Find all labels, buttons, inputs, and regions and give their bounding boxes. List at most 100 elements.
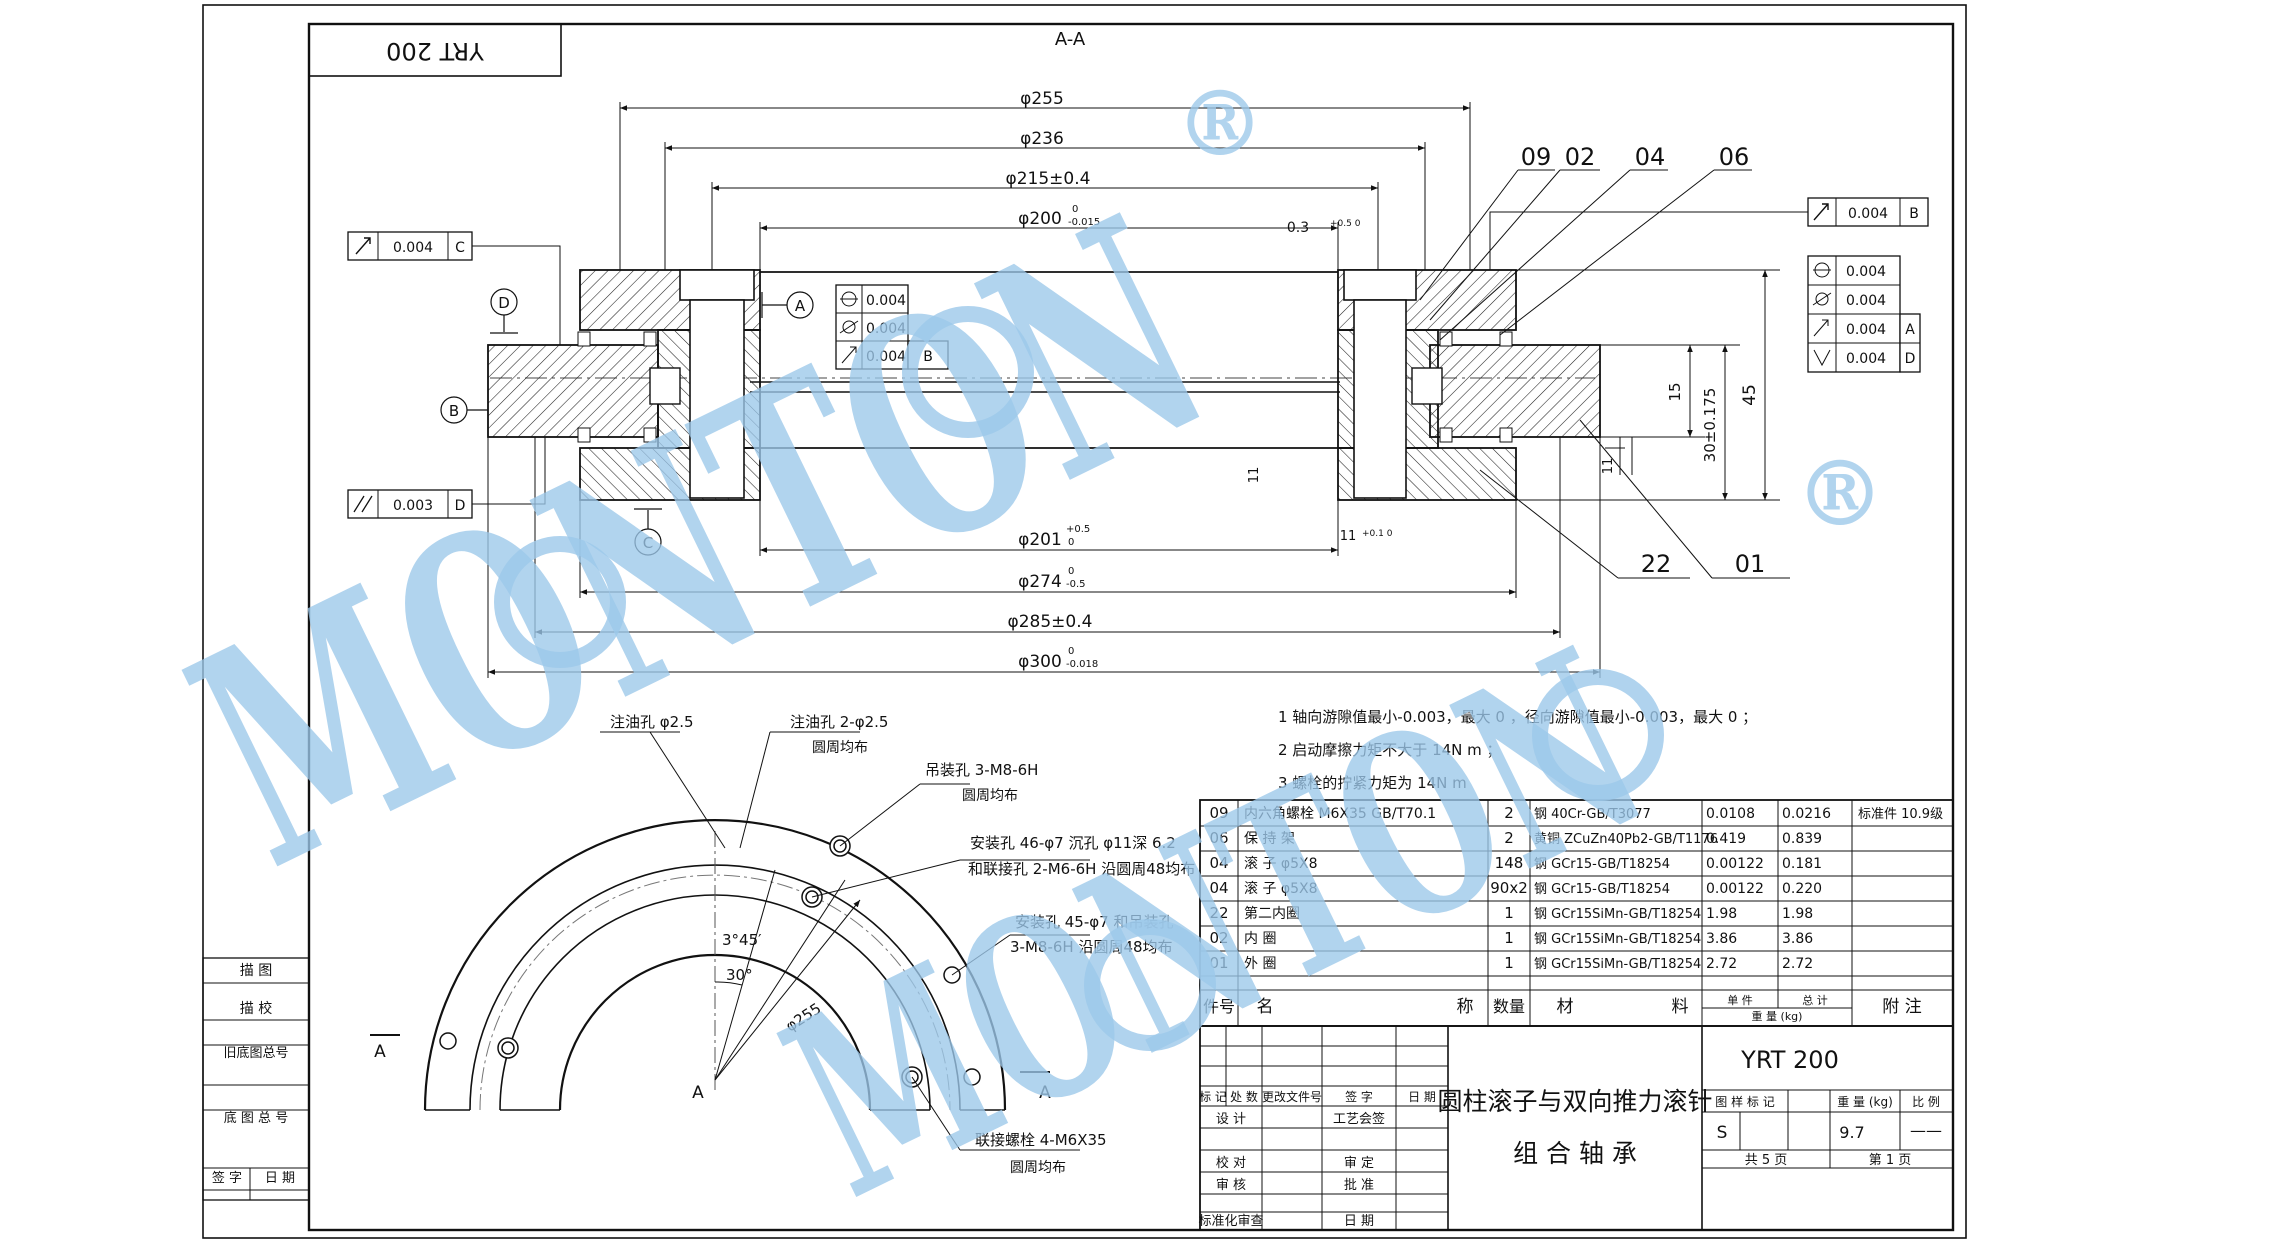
bom-cell-material: 钢 GCr15-GB/T18254	[1534, 857, 1670, 872]
bom-header: 件号 名 称 数量 材 料 单 件 总 计 重 量 (kg) 附 注	[1203, 993, 1922, 1023]
svg-text:单 件: 单 件	[1727, 994, 1753, 1007]
title-flag: YRT 200	[308, 23, 562, 77]
dim-d300: φ300	[1018, 652, 1062, 672]
strip-trace: 描 图	[240, 963, 272, 979]
svg-text:C: C	[455, 240, 465, 256]
dim-d200-tol-upper: 0	[1072, 204, 1078, 215]
balloon-02: 02	[1565, 143, 1596, 171]
datum-c: C	[643, 534, 653, 552]
datum-b: B	[449, 402, 459, 420]
bom-cell-unit: 0.00122	[1706, 856, 1764, 872]
plan-view: A A A 注油孔 φ2.5 注油孔 2-φ2.5 圆周均布 吊装孔 3-M8-…	[370, 713, 1195, 1176]
inner-frame	[307, 22, 1955, 1232]
bom-cell-qty: 2	[1504, 829, 1514, 847]
svg-text:——: ——	[1910, 1121, 1942, 1140]
bom-cell-qty: 1	[1504, 929, 1514, 947]
bom-cell-total: 2.72	[1782, 956, 1813, 972]
dim-k11a: 11	[1247, 467, 1262, 484]
svg-text:重 量 (kg): 重 量 (kg)	[1752, 1009, 1803, 1023]
dim-d201: φ201	[1018, 530, 1062, 550]
dim-d236: φ236	[1020, 129, 1064, 149]
svg-text:工艺会签: 工艺会签	[1333, 1111, 1385, 1127]
note-1: 1 轴向游隙值最小-0.003，最大 0 ，径向游隙值最小-0.003，最大 0…	[1278, 708, 1757, 726]
balloon-01: 01	[1735, 550, 1766, 578]
section-view: φ255 φ236 φ215±0.4 φ200 0 -0.015 φ201 +0…	[347, 89, 1929, 678]
label-oil-hole2: 注油孔 2-φ2.5	[790, 713, 888, 731]
dim-d201-tol-upper: +0.5	[1066, 524, 1090, 535]
svg-text:称: 称	[1457, 997, 1474, 1017]
svg-text:设 计: 设 计	[1216, 1112, 1246, 1127]
label-lift-hole: 吊装孔 3-M8-6H	[925, 761, 1038, 779]
cut-a-left: A	[374, 1042, 386, 1062]
bom-cell-total: 3.86	[1782, 931, 1813, 947]
svg-text:0.004: 0.004	[1846, 293, 1886, 309]
svg-text:材: 材	[1557, 997, 1574, 1017]
dim-c11-tol: +0.1 0	[1362, 529, 1393, 539]
svg-text:日 期: 日 期	[1408, 1090, 1436, 1104]
registered-mark-1: ®	[1175, 71, 1265, 177]
bom-cell-name: 内六角螺栓 M6X35 GB/T70.1	[1244, 806, 1436, 822]
svg-text:共 5 页: 共 5 页	[1745, 1153, 1788, 1168]
bom-cell-unit: 1.98	[1706, 906, 1737, 922]
bom-cell-qty: 90x2	[1490, 879, 1528, 897]
model-label: YRT 200	[1740, 1046, 1839, 1074]
svg-text:批 准: 批 准	[1344, 1178, 1374, 1193]
bom-cell-name: 滚 子 φ5X8	[1244, 880, 1318, 897]
title-block	[1199, 1025, 1954, 1231]
cut-a-center: A	[692, 1083, 704, 1103]
svg-text:第 1 页: 第 1 页	[1869, 1153, 1912, 1168]
svg-text:D: D	[1905, 351, 1916, 367]
svg-text:日 期: 日 期	[1344, 1214, 1374, 1229]
label-link-bolt: 联接螺栓 4-M6X35	[975, 1131, 1107, 1149]
svg-text:S: S	[1717, 1123, 1728, 1143]
dim-k11b: 11	[1601, 458, 1616, 475]
bom-cell-material: 钢 GCr15SiMn-GB/T18254	[1534, 932, 1701, 947]
svg-text:B: B	[923, 349, 933, 365]
svg-text:0.003: 0.003	[393, 498, 433, 514]
flag-text: YRT 200	[386, 37, 485, 65]
bom-cell-name: 外 圈	[1244, 956, 1276, 972]
bom-cell-total: 1.98	[1782, 906, 1813, 922]
label-lift-3m8: 3-M8-6H 沿圆周48均布	[1010, 938, 1173, 956]
bom-cell-material: 钢 GCr15SiMn-GB/T18254	[1534, 957, 1701, 972]
bom-cell-unit: 0.419	[1706, 831, 1746, 847]
fcf-inner-stack: 0.004 0.004 0.004 B	[835, 284, 949, 370]
bom-cell-material: 钢 GCr15-GB/T18254	[1534, 882, 1670, 897]
bom-cell-name: 第二内圈	[1244, 905, 1300, 922]
bom-cell-no: 06	[1209, 829, 1228, 847]
bom-cell-name: 滚 子 φ5X8	[1244, 855, 1318, 872]
fcf-runout-b: 0.004 B	[1489, 197, 1929, 270]
svg-text:9.7: 9.7	[1839, 1123, 1864, 1142]
dim-c03: 0.3	[1287, 220, 1309, 236]
balloon-04: 04	[1635, 143, 1666, 171]
dim-d274: φ274	[1018, 572, 1062, 592]
bom-cell-unit: 0.0108	[1706, 806, 1755, 822]
svg-text:0.004: 0.004	[1846, 264, 1886, 280]
dim-d274-tol-upper: 0	[1068, 566, 1074, 577]
svg-text:处 数: 处 数	[1230, 1089, 1258, 1104]
product-title-line2: 组 合 轴 承	[1513, 1139, 1637, 1168]
product-title-line1: 圆柱滚子与双向推力滚针	[1437, 1087, 1712, 1116]
dim-d200-tol-lower: -0.015	[1068, 217, 1100, 228]
bom-table	[1199, 799, 1954, 1027]
balloon-09: 09	[1521, 143, 1552, 171]
svg-text:名: 名	[1257, 997, 1274, 1017]
dim-h30: 30±0.175	[1701, 388, 1719, 463]
bom-cell-total: 0.181	[1782, 856, 1822, 872]
strip-trace-check: 描 校	[240, 1000, 272, 1017]
svg-text:0.004: 0.004	[866, 293, 906, 309]
bom-cell-material: 黄铜 ZCuZn40Pb2-GB/T1176	[1534, 832, 1718, 847]
balloon-06: 06	[1719, 143, 1750, 171]
svg-text:0.004: 0.004	[1848, 206, 1888, 222]
svg-text:校 对: 校 对	[1216, 1155, 1246, 1171]
datum-a: A	[795, 297, 806, 315]
dim-c11: 11	[1340, 529, 1357, 544]
bom-cell-qty: 1	[1504, 954, 1514, 972]
svg-text:图 样 标 记: 图 样 标 记	[1715, 1094, 1774, 1109]
label-link-holes: 和联接孔 2-M6-6H 沿圆周48均布	[968, 860, 1195, 878]
dim-h15: 15	[1666, 382, 1684, 401]
bom-cell-unit: 2.72	[1706, 956, 1737, 972]
bom-cell-qty: 1	[1504, 904, 1514, 922]
dim-d215: φ215±0.4	[1006, 169, 1091, 189]
